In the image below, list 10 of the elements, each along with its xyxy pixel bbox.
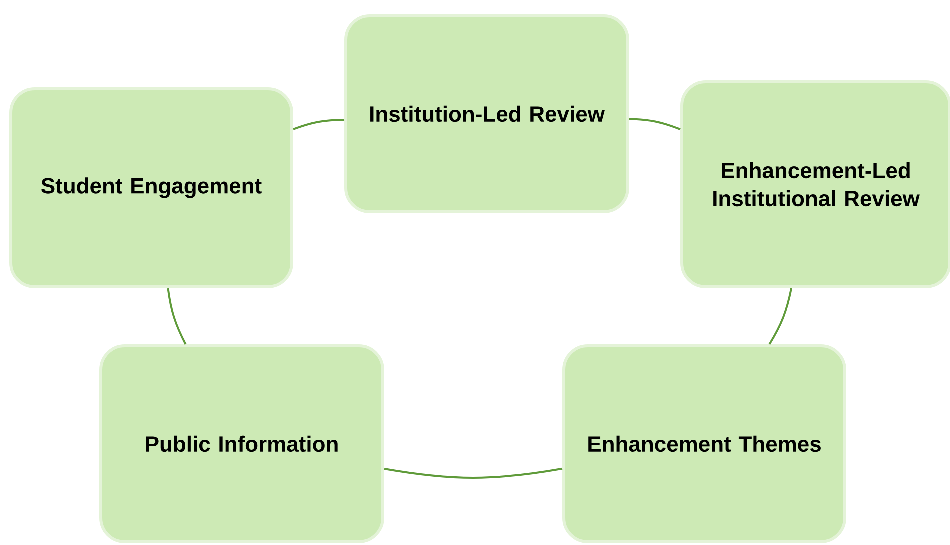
rounded-box: Institution-Led Review [344, 14, 630, 214]
rounded-box: Public Information [100, 344, 384, 544]
rounded-box: Enhancement Themes [562, 344, 846, 544]
connector-line [293, 119, 345, 130]
connector-line [384, 468, 563, 479]
connector-line [629, 118, 681, 130]
connector-line [167, 288, 187, 345]
connector-line [768, 288, 793, 345]
rounded-box: Enhancement-Led Institutional Review [680, 80, 950, 288]
rounded-box: Student Engagement [10, 87, 294, 288]
